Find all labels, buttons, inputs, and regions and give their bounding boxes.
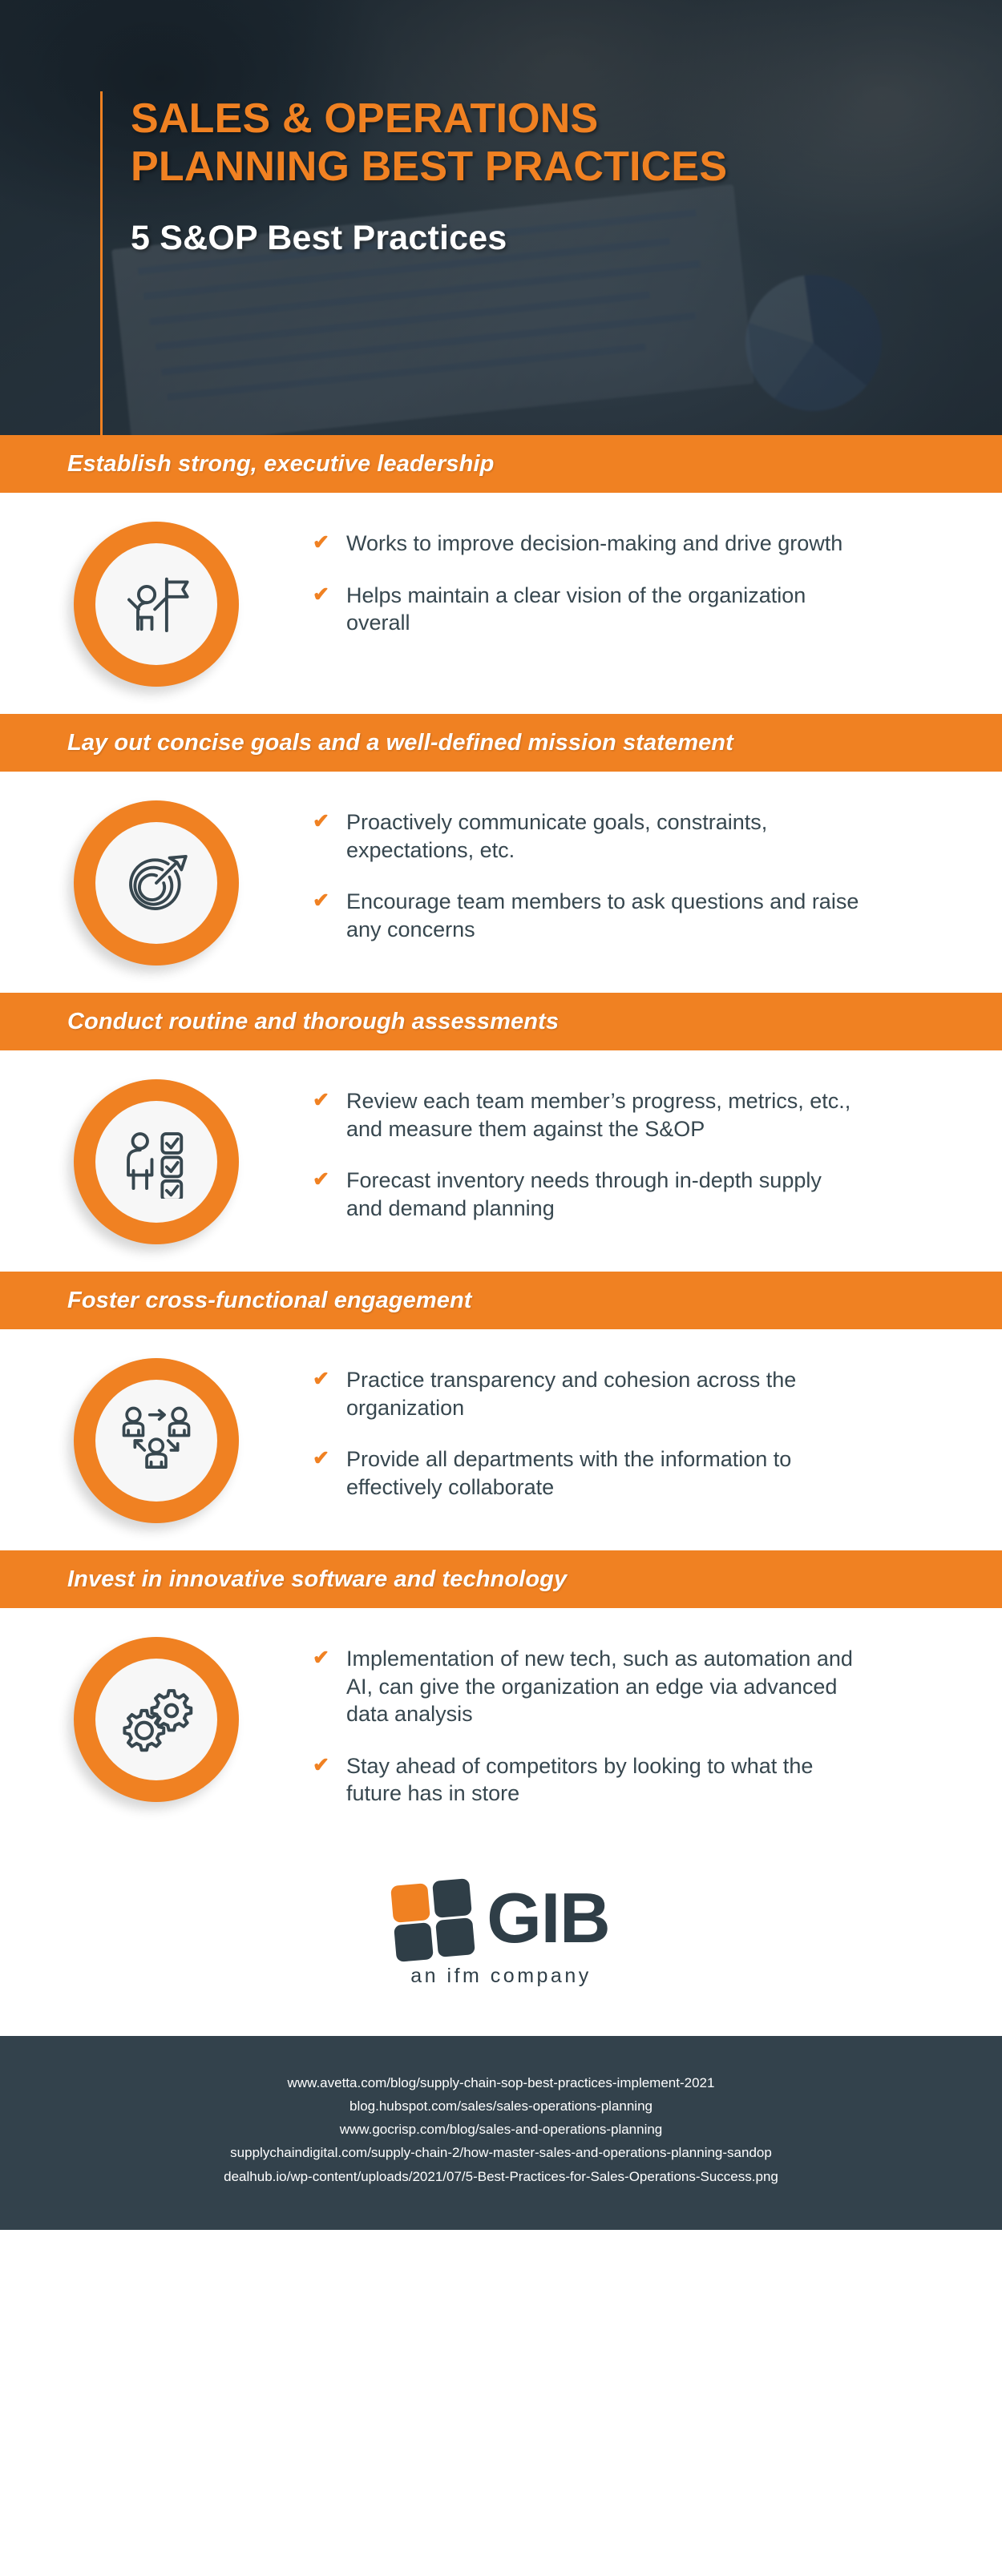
bullet-list-2: ✔ Proactively communicate goals, constra… (313, 800, 1002, 943)
gears-icon (95, 1659, 217, 1780)
source-url: www.avetta.com/blog/supply-chain-sop-bes… (287, 2074, 715, 2090)
section-body-4: ✔ Practice transparency and cohesion acr… (0, 1329, 1002, 1550)
list-item: ✔ Review each team member’s progress, me… (313, 1087, 970, 1143)
section-band-2: Lay out concise goals and a well-defined… (0, 714, 1002, 772)
bullet-text: Implementation of new tech, such as auto… (346, 1647, 853, 1727)
team-collaboration-icon (95, 1380, 217, 1502)
logo-row: GIB (390, 1877, 611, 1962)
section-heading-2: Lay out concise goals and a well-defined… (67, 729, 733, 756)
hero-header: SALES & OPERATIONS PLANNING BEST PRACTIC… (0, 0, 1002, 435)
icon-column-1 (0, 522, 313, 687)
hero-dark-overlay (0, 0, 1002, 435)
target-arrow-icon (95, 822, 217, 944)
list-item: ✔ Practice transparency and cohesion acr… (313, 1366, 970, 1421)
section-body-1: ✔ Works to improve decision-making and d… (0, 493, 1002, 714)
page-title-line1: SALES & OPERATIONS (131, 95, 599, 142)
bullet-list-1: ✔ Works to improve decision-making and d… (313, 522, 1002, 637)
page-subtitle: 5 S&OP Best Practices (131, 218, 507, 257)
bullet-text: Proactively communicate goals, constrain… (346, 810, 768, 862)
icon-column-3 (0, 1079, 313, 1244)
page-title-line2: PLANNING BEST PRACTICES (131, 143, 728, 191)
bullet-text: Review each team member’s progress, metr… (346, 1089, 851, 1141)
source-url: www.gocrisp.com/blog/sales-and-operation… (339, 2122, 663, 2138)
icon-ring-1 (74, 522, 239, 687)
list-item: ✔ Works to improve decision-making and d… (313, 530, 970, 558)
bullet-text: Helps maintain a clear vision of the org… (346, 583, 806, 635)
leader-flag-icon (95, 543, 217, 665)
section-body-2: ✔ Proactively communicate goals, constra… (0, 772, 1002, 993)
hero-text-block: SALES & OPERATIONS PLANNING BEST PRACTIC… (131, 95, 948, 258)
list-item: ✔ Implementation of new tech, such as au… (313, 1645, 970, 1728)
section-heading-1: Establish strong, executive leadership (67, 450, 495, 477)
list-item: ✔ Encourage team members to ask question… (313, 888, 970, 943)
check-icon: ✔ (313, 531, 329, 554)
icon-ring-2 (74, 800, 239, 965)
icon-ring-5 (74, 1637, 239, 1802)
section-heading-5: Invest in innovative software and techno… (67, 1566, 568, 1592)
bullet-list-4: ✔ Practice transparency and cohesion acr… (313, 1358, 1002, 1501)
list-item: ✔ Helps maintain a clear vision of the o… (313, 582, 970, 637)
check-icon: ✔ (313, 1168, 329, 1191)
page-title: SALES & OPERATIONS PLANNING BEST PRACTIC… (131, 95, 948, 191)
list-item: ✔ Stay ahead of competitors by looking t… (313, 1752, 970, 1808)
section-band-1: Establish strong, executive leadership (0, 435, 1002, 493)
section-heading-3: Conduct routine and thorough assessments (67, 1008, 560, 1034)
section-body-3: ✔ Review each team member’s progress, me… (0, 1050, 1002, 1272)
brand-logo-block: GIB an ifm company (0, 1834, 1002, 2036)
section-band-5: Invest in innovative software and techno… (0, 1550, 1002, 1608)
icon-column-5 (0, 1637, 313, 1802)
logo-wordmark: GIB (487, 1878, 610, 1958)
bullet-text: Encourage team members to ask questions … (346, 889, 859, 941)
icon-column-2 (0, 800, 313, 965)
bullet-text: Provide all departments with the informa… (346, 1447, 792, 1499)
bullet-text: Practice transparency and cohesion acros… (346, 1368, 797, 1420)
sources-footer: www.avetta.com/blog/supply-chain-sop-bes… (0, 2035, 1002, 2230)
check-icon: ✔ (313, 810, 329, 832)
bullet-text: Stay ahead of competitors by looking to … (346, 1753, 814, 1806)
section-band-4: Foster cross-functional engagement (0, 1272, 1002, 1329)
icon-ring-4 (74, 1358, 239, 1523)
icon-column-4 (0, 1358, 313, 1523)
source-url: supplychaindigital.com/supply-chain-2/ho… (230, 2145, 772, 2161)
source-url: blog.hubspot.com/sales/sales-operations-… (349, 2098, 653, 2114)
list-item: ✔ Proactively communicate goals, constra… (313, 808, 970, 864)
list-item: ✔ Forecast inventory needs through in-de… (313, 1167, 970, 1222)
icon-ring-3 (74, 1079, 239, 1244)
gib-squares-icon (390, 1877, 477, 1962)
person-checklist-icon (95, 1101, 217, 1223)
logo-tagline: an ifm company (410, 1964, 592, 1987)
check-icon: ✔ (313, 1647, 329, 1669)
section-body-5: ✔ Implementation of new tech, such as au… (0, 1608, 1002, 1835)
bullet-list-3: ✔ Review each team member’s progress, me… (313, 1079, 1002, 1222)
hero-accent-bar (100, 91, 103, 435)
check-icon: ✔ (313, 583, 329, 606)
section-heading-4: Foster cross-functional engagement (67, 1287, 472, 1313)
list-item: ✔ Provide all departments with the infor… (313, 1445, 970, 1501)
check-icon: ✔ (313, 1753, 329, 1776)
source-url: dealhub.io/wp-content/uploads/2021/07/5-… (224, 2168, 778, 2184)
bullet-list-5: ✔ Implementation of new tech, such as au… (313, 1637, 1002, 1808)
bullet-text: Works to improve decision-making and dri… (346, 531, 843, 555)
check-icon: ✔ (313, 1447, 329, 1470)
section-band-3: Conduct routine and thorough assessments (0, 993, 1002, 1050)
bullet-text: Forecast inventory needs through in-dept… (346, 1168, 822, 1220)
check-icon: ✔ (313, 1368, 329, 1390)
check-icon: ✔ (313, 1089, 329, 1111)
check-icon: ✔ (313, 889, 329, 913)
